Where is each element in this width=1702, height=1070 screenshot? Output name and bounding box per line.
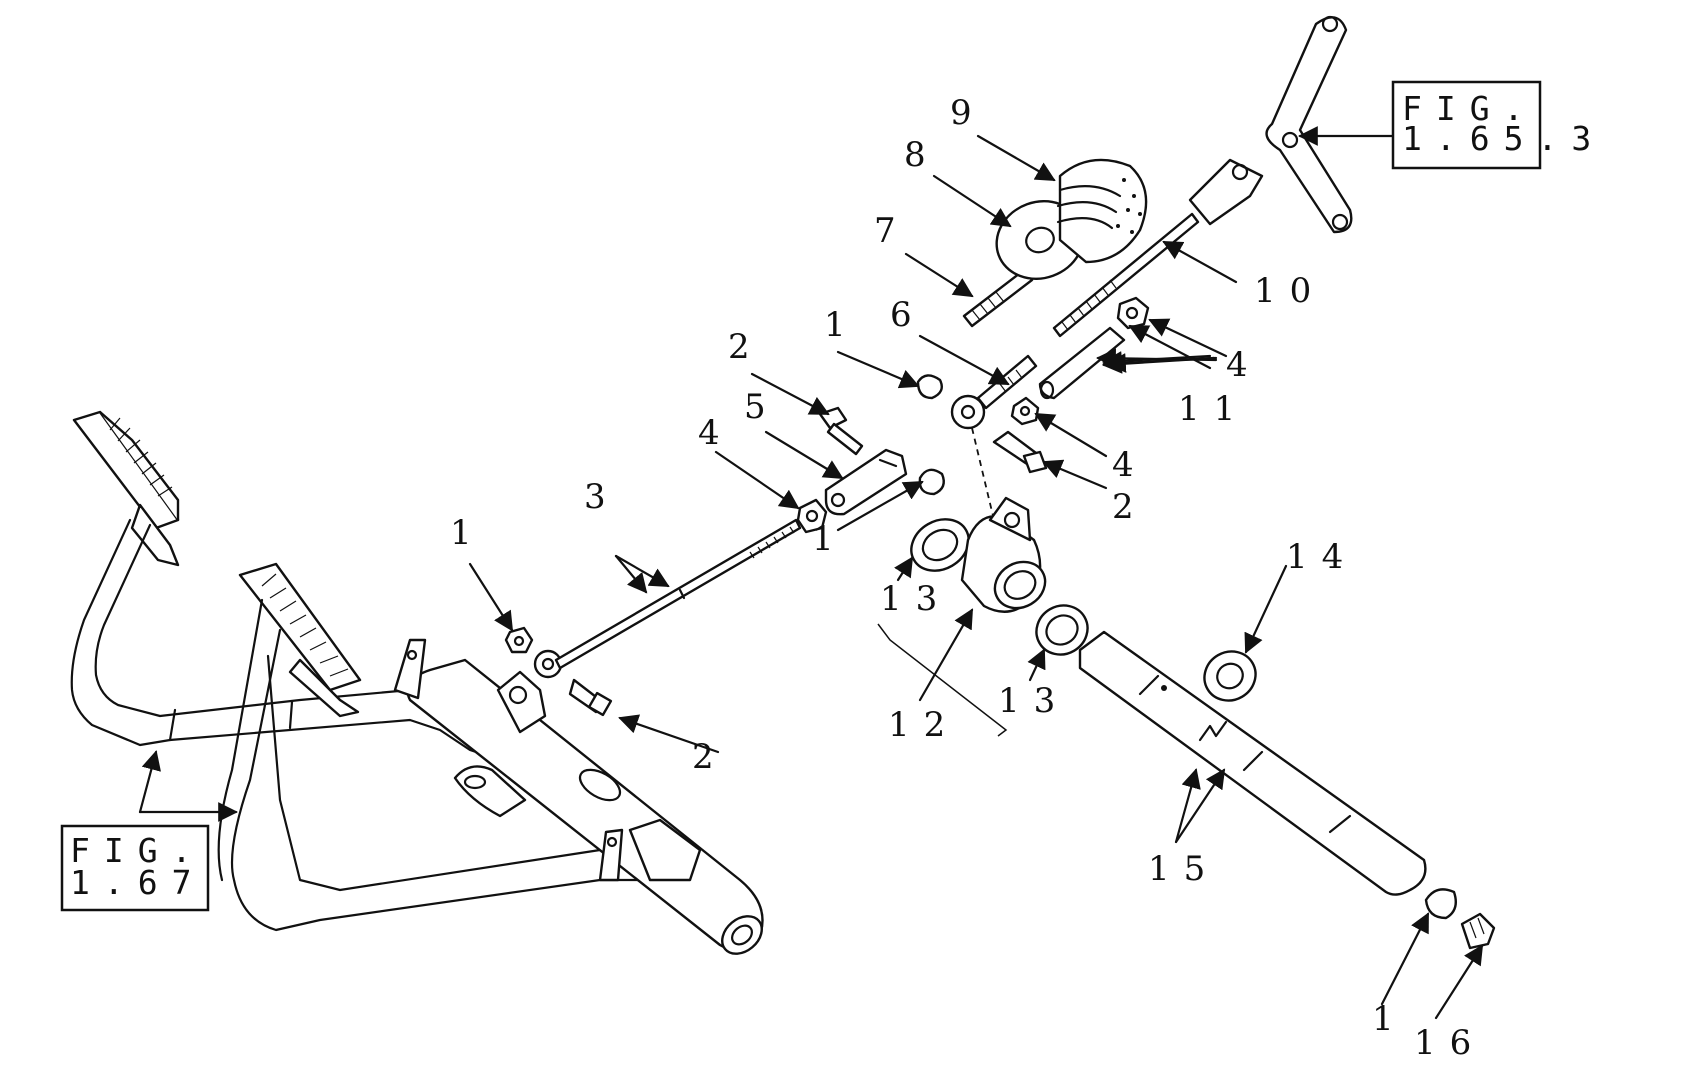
callout-2-pin-upper: 2	[728, 327, 764, 367]
bushing-right	[1035, 604, 1089, 656]
callout-7-spring-bolt: 7	[874, 211, 910, 251]
fig-ref-bottom-left: FIG. 1.67	[60, 824, 210, 912]
callout-1-circlip-lower: 1	[1372, 999, 1408, 1039]
washer-small	[1010, 396, 1040, 426]
callout-2-pin-lower: 2	[692, 737, 728, 777]
callout-9-buffer: 9	[950, 93, 986, 133]
callout-13-bushing-right: 13	[998, 681, 1069, 721]
leader-lines	[138, 126, 1484, 1020]
clevis-yoke	[824, 448, 908, 516]
grease-fitting	[1460, 912, 1496, 950]
left-pedal-pad	[72, 410, 180, 567]
callout-2-pin-center: 2	[1112, 487, 1148, 527]
callout-1-circlip-mid: 1	[812, 519, 848, 559]
callout-10-upper-rod: 10	[1254, 271, 1325, 311]
callout-16-fitting: 16	[1414, 1023, 1485, 1063]
fig-ref-top-right-line1: FIG.	[1402, 89, 1537, 128]
callout-4-washer: 4	[1112, 445, 1148, 485]
callout-13-bushing-left: 13	[880, 579, 951, 619]
clevis-pin-center	[992, 430, 1048, 474]
fig-ref-bottom-left-line1: FIG.	[70, 831, 205, 870]
bell-crank-lever	[1265, 15, 1353, 234]
cross-shaft	[1078, 630, 1427, 896]
callout-14-seal: 14	[1286, 537, 1357, 577]
bushing-left	[910, 518, 970, 572]
hex-nut-upper	[1116, 296, 1150, 330]
oil-seal	[1203, 650, 1257, 702]
assembly-dashline	[971, 427, 995, 521]
callout-labels: 1 1 1 1 2 2 2 3 4 4 4 5 6 7 8 9 10 11 12…	[450, 93, 1485, 1063]
callout-15-shaft: 15	[1148, 849, 1219, 889]
callout-4-nut-upper: 4	[1226, 345, 1262, 385]
right-pedal-pad	[238, 562, 362, 718]
hex-nut	[796, 498, 828, 534]
adjusting-rod	[554, 518, 802, 670]
callout-5-clevis: 5	[744, 387, 780, 427]
pedal-assembly	[70, 410, 764, 955]
callout-12-hub: 12	[888, 705, 959, 745]
upper-rod	[1052, 158, 1264, 338]
fig-ref-top-right: FIG. 1.65.3	[1391, 80, 1605, 170]
release-lever-hub	[960, 496, 1047, 613]
callout-1-circlip-upper: 1	[824, 305, 860, 345]
lock-nut-small	[504, 626, 534, 654]
callout-1-nut: 1	[450, 513, 486, 553]
fig-ref-bottom-left-line2: 1.67	[70, 863, 205, 902]
callout-11-sleeve: 11	[1178, 389, 1249, 429]
fig-ref-top-right-line2: 1.65.3	[1402, 119, 1605, 158]
callout-6-eyebolt: 6	[890, 295, 926, 335]
left-pedal-arm	[70, 518, 502, 762]
rubber-buffer	[1056, 158, 1148, 264]
circlip-upper	[916, 374, 943, 400]
circlip-middle	[918, 468, 945, 496]
clevis-pin-upper	[818, 406, 864, 456]
callout-3-rod: 3	[584, 477, 620, 517]
right-pedal-arm	[230, 628, 682, 932]
spring-bolt	[962, 268, 1034, 328]
callout-4-nut-rod: 4	[698, 413, 734, 453]
circlip-lower	[1424, 888, 1457, 920]
callout-8-washer: 8	[904, 135, 940, 175]
